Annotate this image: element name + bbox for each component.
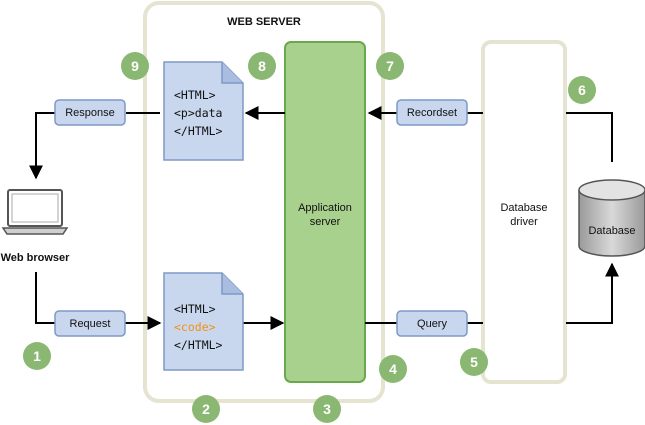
step-9: 9 xyxy=(121,52,149,80)
application-server-box xyxy=(284,41,366,383)
step-2: 2 xyxy=(192,395,220,423)
step-3: 3 xyxy=(313,395,341,423)
step-7-number: 7 xyxy=(386,58,394,74)
output-html-document: <HTML> <p>data </HTML> xyxy=(163,61,244,161)
step-6-number: 6 xyxy=(578,82,586,98)
database-label: Database xyxy=(588,225,635,237)
database-icon xyxy=(578,179,645,257)
database-driver-label-1: Database xyxy=(500,202,547,214)
web-browser-label: Web browser xyxy=(1,252,71,264)
query-label-text: Query xyxy=(417,318,447,330)
response-label: Response xyxy=(54,99,126,126)
database-driver-box xyxy=(481,40,567,384)
application-server-label-2: server xyxy=(310,216,341,228)
connectors xyxy=(29,106,619,330)
step-5-number: 5 xyxy=(470,354,478,370)
step-3-number: 3 xyxy=(323,401,331,417)
step-1-number: 1 xyxy=(33,348,41,364)
response-label-text: Response xyxy=(65,107,115,119)
step-8-number: 8 xyxy=(258,58,266,74)
step-5: 5 xyxy=(460,348,488,376)
output-doc-line-3: </HTML> xyxy=(174,124,223,138)
step-1: 1 xyxy=(23,342,51,370)
step-9-number: 9 xyxy=(131,58,139,74)
input-html-document: <HTML> <code> </HTML> xyxy=(163,272,244,371)
step-4: 4 xyxy=(379,355,407,383)
query-label: Query xyxy=(396,310,468,337)
request-label-text: Request xyxy=(70,318,111,330)
step-8: 8 xyxy=(248,52,276,80)
laptop-icon xyxy=(1,189,69,235)
output-doc-line-1: <HTML> xyxy=(174,88,216,102)
recordset-label: Recordset xyxy=(396,99,468,126)
output-doc-line-2: <p>data xyxy=(174,106,222,120)
request-label: Request xyxy=(54,310,126,337)
step-7: 7 xyxy=(376,52,404,80)
input-doc-line-3: </HTML> xyxy=(174,338,223,352)
web-server-title: WEB SERVER xyxy=(227,16,301,28)
recordset-label-text: Recordset xyxy=(407,107,457,119)
input-doc-line-1: <HTML> xyxy=(174,302,216,316)
step-4-number: 4 xyxy=(389,361,397,377)
step-6: 6 xyxy=(568,76,596,104)
step-2-number: 2 xyxy=(202,401,210,417)
application-server-label-1: Application xyxy=(298,202,352,214)
input-doc-line-2: <code> xyxy=(174,320,216,334)
database-driver-label-2: driver xyxy=(510,216,538,228)
